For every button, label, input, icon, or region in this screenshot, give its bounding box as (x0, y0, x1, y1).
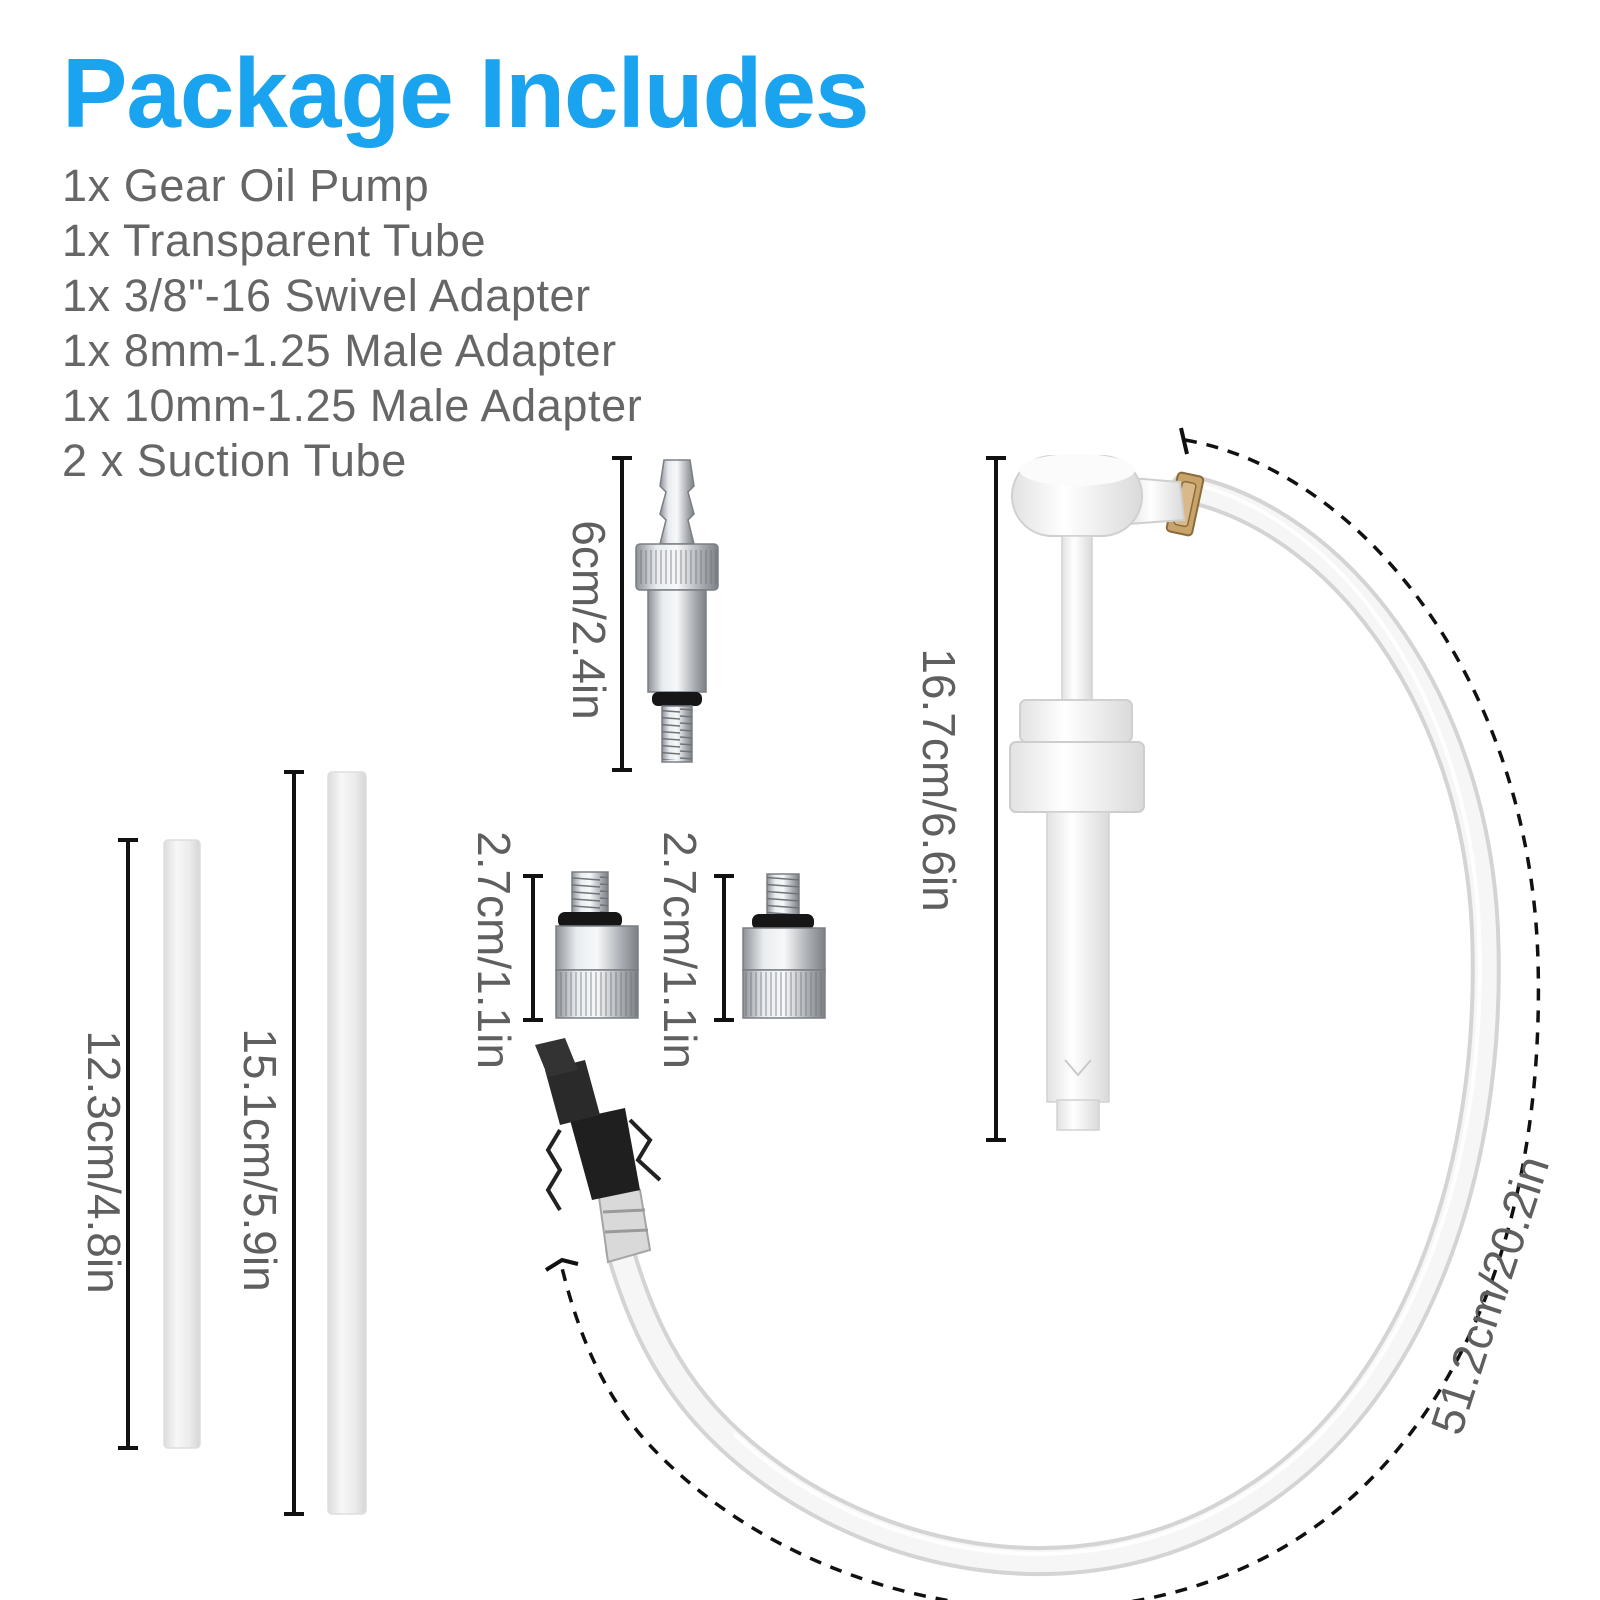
transparent-tube (605, 473, 1501, 1576)
check-valve-icon (535, 1038, 662, 1264)
suction-tube-short (163, 839, 201, 1449)
page-title: Package Includes (62, 38, 870, 148)
dimension-label-suction-short: 12.3cm/4.8in (78, 1030, 130, 1293)
dimension-label-swivel: 6cm/2.4in (563, 520, 615, 719)
dimension-label-transparent-tube: 51.2cm/20.2in (1420, 1150, 1559, 1441)
dimension-label-male-a: 2.7cm/1.1in (468, 831, 520, 1069)
list-item: 2 x Suction Tube (62, 435, 407, 486)
list-item: 1x Gear Oil Pump (62, 160, 430, 211)
male-adapter-10mm (742, 873, 826, 1019)
dimension-label-pump: 16.7cm/6.6in (913, 648, 965, 911)
dimension-label-male-b: 2.7cm/1.1in (654, 831, 706, 1069)
list-item: 1x 3/8"-16 Swivel Adapter (62, 270, 591, 321)
swivel-adapter (635, 459, 719, 763)
list-item: 1x 10mm-1.25 Male Adapter (62, 380, 643, 431)
gear-oil-pump (1009, 454, 1186, 1131)
list-item: 1x Transparent Tube (62, 215, 487, 266)
male-adapter-8mm (555, 871, 639, 1019)
list-item: 1x 8mm-1.25 Male Adapter (62, 325, 617, 376)
suction-tube-long (327, 771, 367, 1515)
package-item-list: 1x Gear Oil Pump 1x Transparent Tube 1x … (62, 158, 642, 488)
dimension-label-suction-long: 15.1cm/5.9in (234, 1028, 286, 1291)
dimension-lines (118, 427, 1541, 1600)
